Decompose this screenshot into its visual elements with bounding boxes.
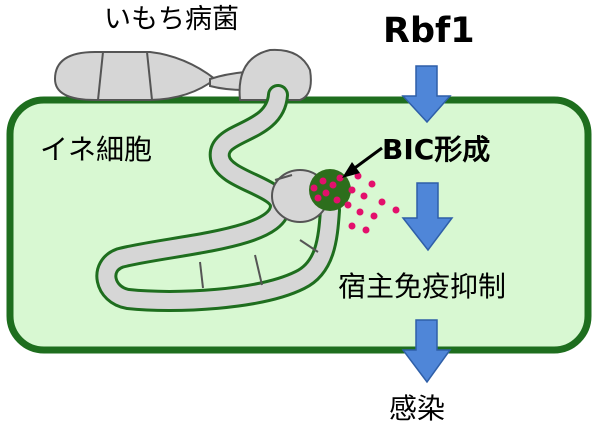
down-arrow-icon: [401, 319, 452, 384]
fungal-spore: [53, 48, 312, 101]
hypha-body: [98, 87, 338, 309]
effector-dots: [310, 172, 400, 234]
down-arrow-icon: [401, 65, 452, 124]
infection-label: 感染: [389, 392, 446, 425]
gene-label: Rbf1: [383, 11, 475, 51]
invasive-hypha: [95, 84, 341, 312]
fungus-label: いもち病菌: [104, 4, 239, 35]
host-cell-label: イネ細胞: [40, 133, 153, 166]
bic-formation-label: BIC形成: [382, 133, 491, 166]
black-pointer-arrow-icon: [342, 146, 383, 178]
down-arrow-icon: [401, 182, 454, 252]
immune-suppression-label: 宿主免疫抑制: [338, 270, 507, 303]
